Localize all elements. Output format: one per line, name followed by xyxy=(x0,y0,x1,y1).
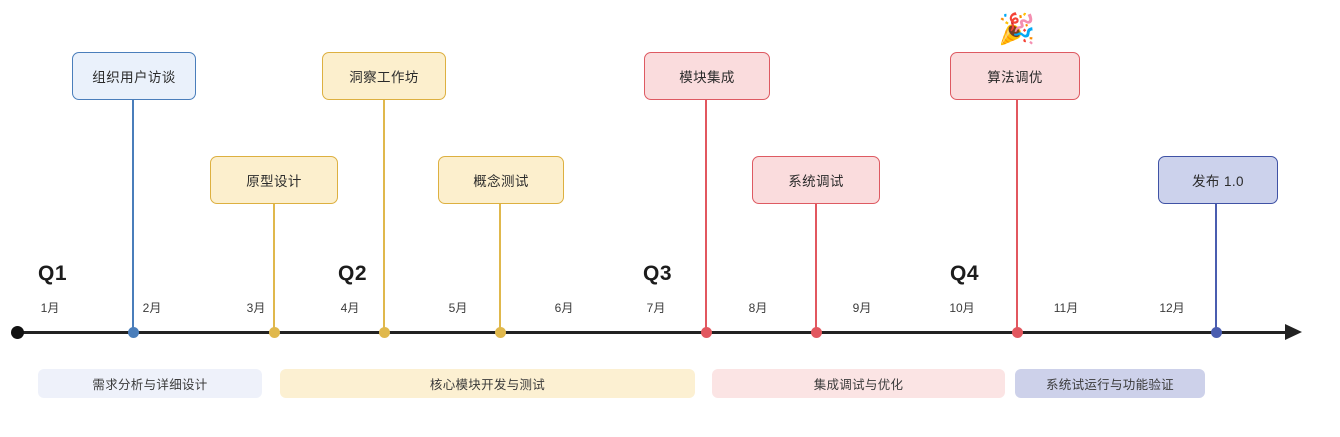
milestone-card[interactable]: 概念测试 xyxy=(438,156,564,204)
quarter-label-q4: Q4 xyxy=(950,262,980,285)
milestone-connector xyxy=(273,204,275,332)
milestone-label: 概念测试 xyxy=(473,174,529,189)
quarter-label-q1: Q1 xyxy=(38,262,68,285)
month-label: 1月 xyxy=(40,301,60,315)
timeline-axis-arrow-icon xyxy=(1285,324,1302,340)
month-label: 5月 xyxy=(448,301,468,315)
milestone-card[interactable]: 发布 1.0 xyxy=(1158,156,1278,204)
milestone-dot[interactable] xyxy=(378,327,390,338)
milestone-connector xyxy=(383,100,385,332)
milestone-dot[interactable] xyxy=(1011,327,1023,338)
month-label: 9月 xyxy=(852,301,872,315)
phase-bar-label: 核心模块开发与测试 xyxy=(429,378,546,392)
quarter-label-q2: Q2 xyxy=(338,262,368,285)
phase-bar-label: 系统试运行与功能验证 xyxy=(1045,378,1174,392)
phase-bar[interactable]: 需求分析与详细设计 xyxy=(38,369,262,398)
month-label: 2月 xyxy=(142,301,162,315)
milestone-dot[interactable] xyxy=(1210,327,1222,338)
timeline-origin-dot xyxy=(11,326,24,339)
milestone-card[interactable]: 洞察工作坊 xyxy=(322,52,446,100)
phase-bar[interactable]: 核心模块开发与测试 xyxy=(280,369,695,398)
milestone-dot[interactable] xyxy=(700,327,712,338)
quarter-label-q3: Q3 xyxy=(643,262,673,285)
milestone-label: 发布 1.0 xyxy=(1192,174,1244,189)
month-label: 7月 xyxy=(646,301,666,315)
month-label: 3月 xyxy=(246,301,266,315)
milestone-connector xyxy=(1215,204,1217,332)
milestone-card[interactable]: 组织用户访谈 xyxy=(72,52,196,100)
milestone-card[interactable]: 模块集成 xyxy=(644,52,770,100)
milestone-label: 模块集成 xyxy=(679,70,735,85)
milestone-label: 原型设计 xyxy=(246,174,302,189)
milestone-connector xyxy=(132,100,134,332)
milestone-label: 洞察工作坊 xyxy=(349,70,419,85)
phase-bar[interactable]: 集成调试与优化 xyxy=(712,369,1005,398)
milestone-card[interactable]: 算法调优 xyxy=(950,52,1080,100)
month-label: 11月 xyxy=(1053,301,1079,315)
month-label: 4月 xyxy=(340,301,360,315)
milestone-label: 组织用户访谈 xyxy=(92,70,176,85)
milestone-dot[interactable] xyxy=(127,327,139,338)
party-popper-icon: 🎉 xyxy=(998,13,1036,46)
milestone-label: 算法调优 xyxy=(987,70,1043,85)
milestone-dot[interactable] xyxy=(810,327,822,338)
phase-bar-label: 集成调试与优化 xyxy=(813,378,904,392)
milestone-dot[interactable] xyxy=(494,327,506,338)
milestone-card[interactable]: 原型设计 xyxy=(210,156,338,204)
milestone-connector xyxy=(499,204,501,332)
milestone-connector xyxy=(1016,100,1018,332)
milestone-connector xyxy=(705,100,707,332)
month-label: 6月 xyxy=(554,301,574,315)
phase-bar-label: 需求分析与详细设计 xyxy=(92,378,208,392)
month-label: 8月 xyxy=(748,301,768,315)
milestone-dot[interactable] xyxy=(268,327,280,338)
milestone-card[interactable]: 系统调试 xyxy=(752,156,880,204)
timeline-axis xyxy=(17,331,1287,334)
phase-bar[interactable]: 系统试运行与功能验证 xyxy=(1015,369,1205,398)
month-label: 12月 xyxy=(1159,301,1185,315)
milestone-connector xyxy=(815,204,817,332)
month-label: 10月 xyxy=(949,301,975,315)
milestone-label: 系统调试 xyxy=(788,174,844,189)
